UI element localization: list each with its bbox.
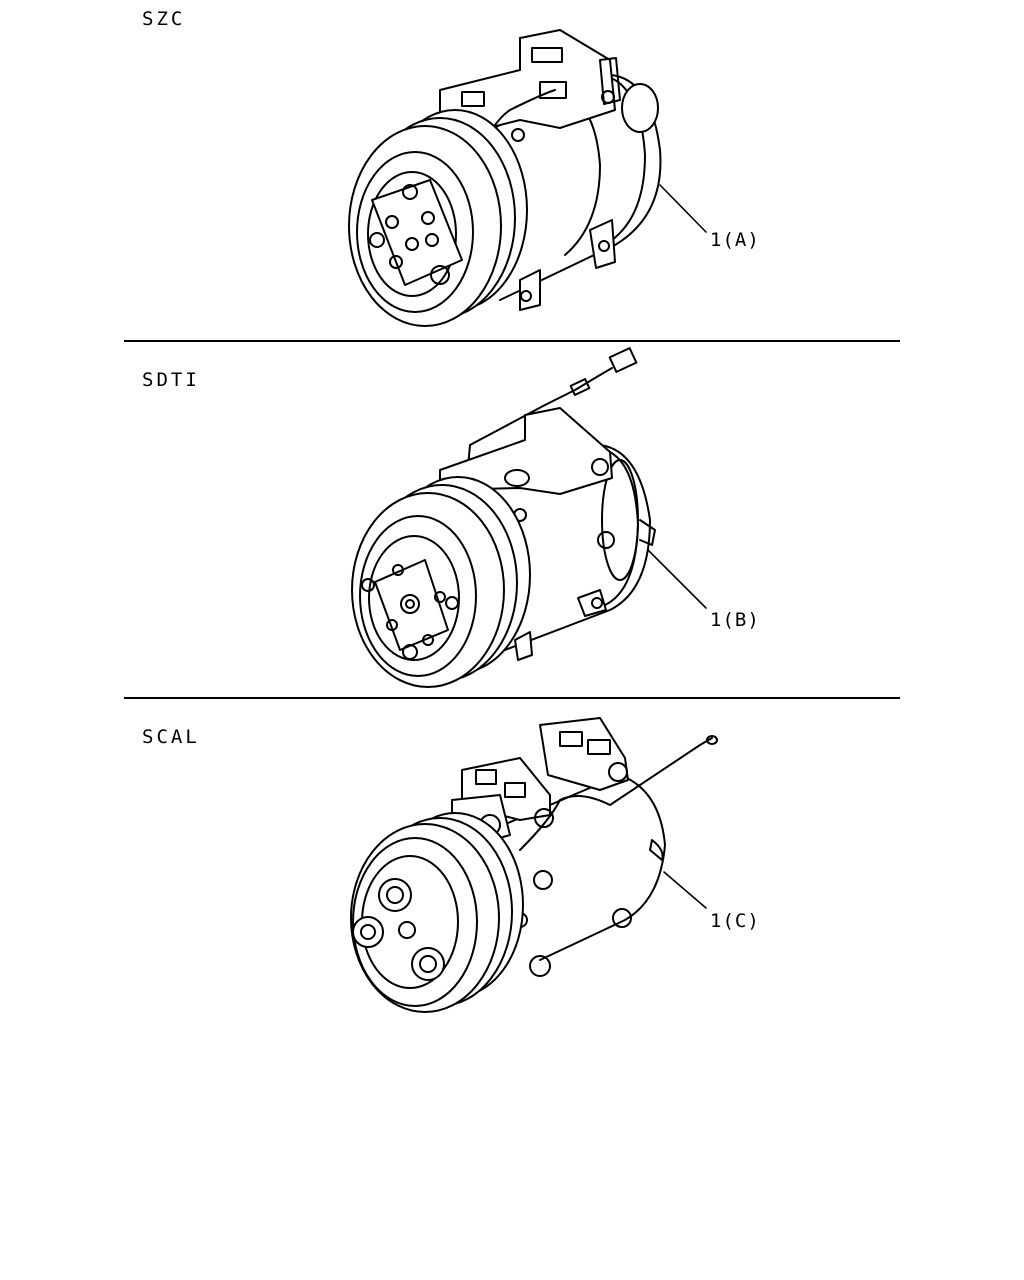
section-scal: SCAL 1 xyxy=(0,698,1024,1058)
divider-1 xyxy=(124,340,900,342)
variant-label-szc: SZC xyxy=(142,8,186,30)
divider-2 xyxy=(124,697,900,699)
callout-1a: 1(A) xyxy=(710,229,760,251)
compressor-szc-illustration xyxy=(0,0,1024,340)
compressor-sdti-illustration xyxy=(0,341,1024,697)
variant-label-scal: SCAL xyxy=(142,726,200,748)
compressor-scal-illustration xyxy=(0,698,1024,1058)
section-sdti: SDTI 1 xyxy=(0,341,1024,697)
variant-label-sdti: SDTI xyxy=(142,369,200,391)
section-szc: SZC 1( xyxy=(0,0,1024,340)
callout-1b: 1(B) xyxy=(710,609,760,631)
callout-1c: 1(C) xyxy=(710,910,760,932)
